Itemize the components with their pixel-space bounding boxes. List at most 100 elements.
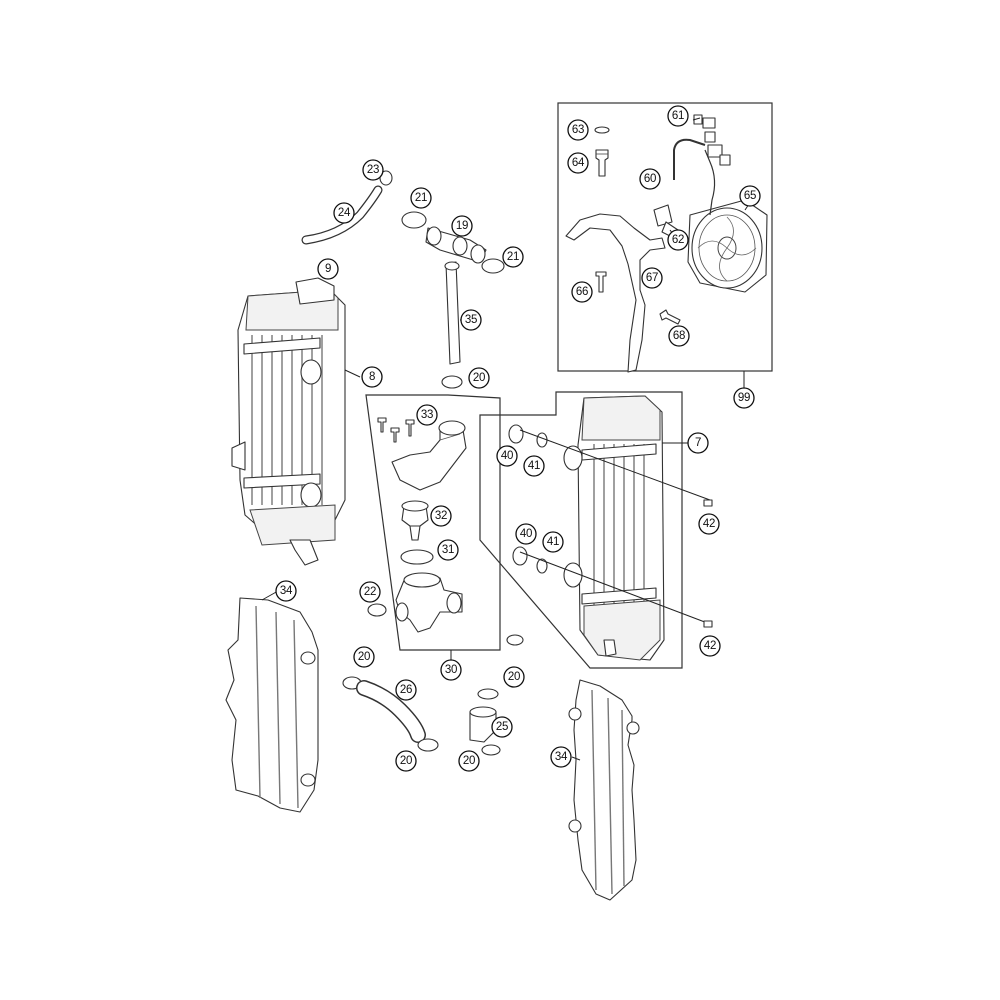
callout-30: 30 <box>440 659 462 681</box>
callout-62: 62 <box>667 229 689 251</box>
callout-64: 64 <box>567 152 589 174</box>
right-radiator-guard <box>568 679 640 901</box>
callout-20b: 20 <box>353 646 375 668</box>
svg-text:20: 20 <box>400 755 412 767</box>
svg-text:21: 21 <box>507 251 519 263</box>
right-radiator <box>563 395 688 661</box>
thermostat <box>401 500 429 541</box>
svg-text:61: 61 <box>672 110 684 122</box>
callout-20c: 20 <box>395 750 417 772</box>
svg-text:34: 34 <box>280 585 293 597</box>
callout-20a: 20 <box>468 367 490 389</box>
callout-66: 66 <box>571 281 593 303</box>
callout-65: 65 <box>739 185 761 207</box>
lower-hose-25 <box>469 634 524 756</box>
callout-21b: 21 <box>502 246 524 268</box>
callout-21a: 21 <box>410 187 432 209</box>
callout-40b: 40 <box>515 523 537 545</box>
upper-hose-assembly <box>401 211 505 389</box>
callout-32: 32 <box>430 505 452 527</box>
callout-20e: 20 <box>458 750 480 772</box>
screws-33 <box>377 417 415 443</box>
svg-text:20: 20 <box>508 671 520 683</box>
o-ring-31 <box>400 549 434 565</box>
svg-text:41: 41 <box>528 460 540 472</box>
svg-text:42: 42 <box>704 640 716 652</box>
callout-68: 68 <box>668 325 690 347</box>
svg-text:42: 42 <box>703 518 715 530</box>
thermostat-housing-upper <box>391 420 467 491</box>
callout-67: 67 <box>641 267 663 289</box>
left-radiator-guard <box>225 590 319 813</box>
callout-23: 23 <box>362 159 384 181</box>
svg-text:66: 66 <box>576 286 588 298</box>
cooling-fan <box>687 197 768 293</box>
svg-text:20: 20 <box>473 372 485 384</box>
svg-text:99: 99 <box>738 392 750 404</box>
svg-text:25: 25 <box>496 721 508 733</box>
svg-text:24: 24 <box>338 207 351 219</box>
callout-20d: 20 <box>503 666 525 688</box>
callout-35: 35 <box>460 309 482 331</box>
thermostat-group-box <box>365 394 501 660</box>
svg-text:34: 34 <box>555 751 568 763</box>
svg-text:8: 8 <box>369 371 375 383</box>
thermostat-housing-lower <box>395 572 463 633</box>
callout-19: 19 <box>451 215 473 237</box>
svg-text:35: 35 <box>465 314 477 326</box>
svg-text:31: 31 <box>442 544 454 556</box>
callout-25: 25 <box>491 716 513 738</box>
callout-99: 99 <box>733 387 755 409</box>
svg-text:60: 60 <box>644 173 656 185</box>
svg-text:23: 23 <box>367 164 379 176</box>
svg-text:20: 20 <box>358 651 370 663</box>
svg-text:32: 32 <box>435 510 447 522</box>
callout-61: 61 <box>667 105 689 127</box>
svg-text:22: 22 <box>364 586 376 598</box>
radiator-mounting-hardware <box>508 424 713 628</box>
callout-26: 26 <box>395 679 417 701</box>
callout-24: 24 <box>333 202 355 224</box>
callout-9: 9 <box>317 258 339 280</box>
clamp-22 <box>367 603 387 617</box>
callout-40a: 40 <box>496 445 518 467</box>
svg-text:30: 30 <box>445 664 457 676</box>
svg-text:20: 20 <box>463 755 475 767</box>
callout-60: 60 <box>639 168 661 190</box>
svg-text:40: 40 <box>520 528 532 540</box>
svg-text:63: 63 <box>572 124 584 136</box>
callout-8: 8 <box>361 366 383 388</box>
callout-41a: 41 <box>523 455 545 477</box>
fan-wiring-harness <box>673 114 731 216</box>
svg-text:19: 19 <box>456 220 468 232</box>
callout-41b: 41 <box>542 531 564 553</box>
svg-text:67: 67 <box>646 272 658 284</box>
callout-34a: 34 <box>275 580 297 602</box>
callout-42a: 42 <box>698 513 720 535</box>
svg-text:7: 7 <box>695 437 701 449</box>
callout-22: 22 <box>359 581 381 603</box>
fan-kit-group-box <box>557 102 773 390</box>
svg-text:9: 9 <box>325 263 331 275</box>
svg-text:21: 21 <box>415 192 427 204</box>
left-radiator <box>231 267 361 566</box>
svg-text:62: 62 <box>672 234 684 246</box>
callout-7: 7 <box>687 432 709 454</box>
callout-33: 33 <box>416 404 438 426</box>
svg-text:26: 26 <box>400 684 412 696</box>
screw-66 <box>595 271 607 293</box>
screw-68 <box>659 309 681 325</box>
callout-34b: 34 <box>550 746 572 768</box>
callout-63: 63 <box>567 119 589 141</box>
temperature-sensor <box>595 149 609 177</box>
svg-text:68: 68 <box>673 330 685 342</box>
right-radiator-group-box <box>479 391 683 669</box>
o-ring-63 <box>594 126 610 134</box>
svg-text:40: 40 <box>501 450 513 462</box>
callout-42b: 42 <box>699 635 721 657</box>
svg-text:33: 33 <box>421 409 433 421</box>
callout-31: 31 <box>437 539 459 561</box>
svg-text:64: 64 <box>572 157 585 169</box>
svg-text:41: 41 <box>547 536 559 548</box>
